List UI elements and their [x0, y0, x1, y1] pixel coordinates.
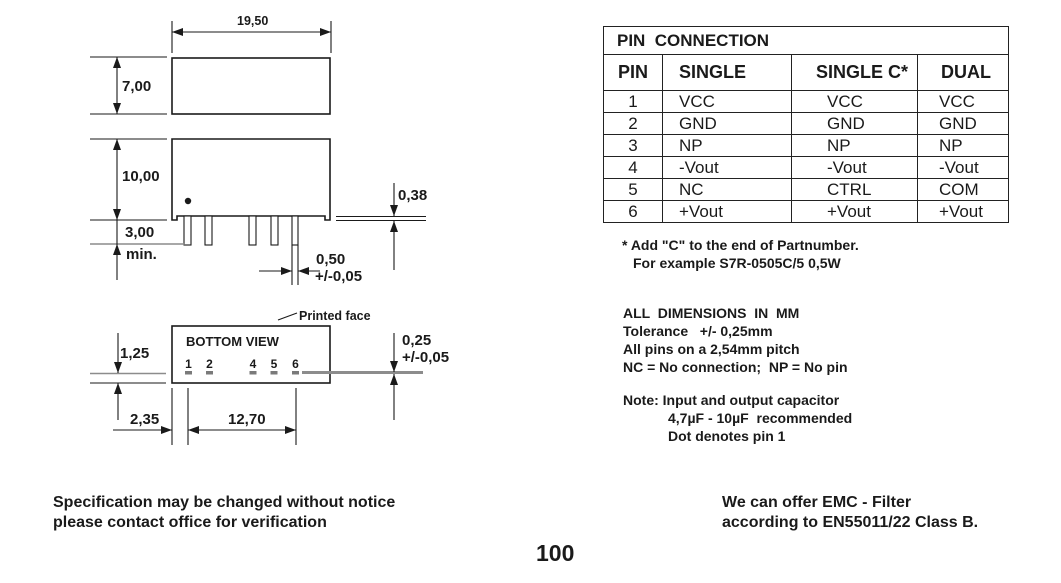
footer-disclaimer-line-2: please contact office for verification — [53, 514, 327, 531]
dimension-label-pin-thickness: 0,25 — [402, 332, 431, 349]
single-c-cell: +Vout — [791, 200, 918, 223]
pin-number-label: 6 — [292, 357, 299, 371]
single-c-cell: -Vout — [791, 156, 918, 179]
table-row: 5 NC CTRL COM — [603, 178, 1009, 201]
printed-face-label: Printed face — [299, 309, 371, 323]
dual-cell: +Vout — [917, 200, 1009, 223]
dimension-label-pin-row-offset: 1,25 — [120, 345, 149, 362]
table-title: PIN CONNECTION — [603, 26, 1009, 55]
pin-5 — [270, 215, 279, 246]
table-row: 1 VCC VCC VCC — [603, 90, 1009, 113]
notes-units-heading: ALL DIMENSIONS IN MM — [623, 305, 800, 321]
pin-4 — [248, 215, 257, 246]
single-cell: GND — [662, 112, 792, 135]
dimension-label-first-pin-offset: 2,35 — [130, 411, 159, 428]
pin-pad — [249, 371, 257, 375]
single-cell: +Vout — [662, 200, 792, 223]
pin-number-cell: 4 — [603, 156, 663, 179]
printed-face-leader-line — [277, 312, 298, 321]
table-row: 4 -Vout -Vout -Vout — [603, 156, 1009, 179]
pin-number-label: 4 — [250, 357, 257, 371]
dimension-label-pin-length-qualifier: min. — [126, 246, 157, 263]
column-header-single-c: SINGLE C* — [791, 54, 918, 91]
pin-pad — [185, 371, 192, 375]
single-c-cell: GND — [791, 112, 918, 135]
single-cell: -Vout — [662, 156, 792, 179]
dual-cell: GND — [917, 112, 1009, 135]
pin-1 — [183, 215, 192, 246]
pin-number-label: 1 — [185, 357, 192, 371]
bottom-view-title: BOTTOM VIEW — [186, 334, 280, 349]
dual-cell: COM — [917, 178, 1009, 201]
pin-pad — [206, 371, 213, 375]
single-cell: NP — [662, 134, 792, 157]
dimension-label-body-height: 10,00 — [122, 168, 160, 185]
dual-cell: VCC — [917, 90, 1009, 113]
dual-cell: -Vout — [917, 156, 1009, 179]
dimension-label-pin-length: 3,00 — [125, 224, 154, 241]
dimension-label-pin-width: 0,50 — [316, 251, 345, 268]
table-title-row: PIN CONNECTION — [603, 26, 1009, 55]
table-row: 6 +Vout +Vout +Vout — [603, 200, 1009, 223]
top-view-drawing: 19,50 7,00 — [90, 14, 332, 115]
pin-number-cell: 3 — [603, 134, 663, 157]
pin-pad — [270, 371, 278, 375]
pin-number-label: 5 — [271, 357, 278, 371]
dimension-label-pin-span: 12,70 — [228, 411, 266, 428]
single-c-cell: VCC — [791, 90, 918, 113]
side-view-drawing: 10,00 3,00 min. 0,38 0,50 +/-0,05 — [90, 138, 427, 285]
dual-cell: NP — [917, 134, 1009, 157]
pin-number-cell: 1 — [603, 90, 663, 113]
module-body-bottom-view — [171, 325, 331, 384]
pin-connection-table: PIN CONNECTION PIN SINGLE SINGLE C* DUAL… — [603, 26, 1009, 223]
module-body-side-view — [171, 138, 331, 221]
pin-2 — [204, 215, 213, 246]
single-c-cell: CTRL — [791, 178, 918, 201]
notes-pin-pitch: All pins on a 2,54mm pitch — [623, 341, 800, 357]
column-header-dual: DUAL — [917, 54, 1009, 91]
pin-pad — [292, 371, 299, 375]
table-header-row: PIN SINGLE SINGLE C* DUAL — [603, 54, 1009, 91]
single-cell: VCC — [662, 90, 792, 113]
footer-emc-line-1: We can offer EMC - Filter — [722, 494, 912, 511]
notes-tolerance: Tolerance +/- 0,25mm — [623, 323, 773, 339]
column-header-single: SINGLE — [662, 54, 792, 91]
pin-number-cell: 6 — [603, 200, 663, 223]
single-cell: NC — [662, 178, 792, 201]
footnote-line-1: * Add "C" to the end of Partnumber. — [622, 237, 859, 253]
note-pin1-dot: Dot denotes pin 1 — [668, 428, 786, 444]
dimension-label-standoff: 0,38 — [398, 187, 427, 204]
pin-number-cell: 5 — [603, 178, 663, 201]
table-row: 3 NP NP NP — [603, 134, 1009, 157]
column-header-pin: PIN — [603, 54, 663, 91]
bottom-view-drawing: Printed face BOTTOM VIEW 1 2 4 5 6 1,25 … — [90, 309, 449, 445]
pin-number-cell: 2 — [603, 112, 663, 135]
pin-number-label: 2 — [206, 357, 213, 371]
footer-emc-line-2: according to EN55011/22 Class B. — [722, 514, 979, 531]
note-capacitor-values: 4,7µF - 10µF recommended — [668, 410, 853, 426]
note-capacitor: Note: Input and output capacitor — [623, 392, 840, 408]
pin-6 — [291, 215, 299, 246]
table-row: 2 GND GND GND — [603, 112, 1009, 135]
dimension-label-height: 7,00 — [122, 78, 151, 95]
single-c-cell: NP — [791, 134, 918, 157]
pin1-dot-marker — [184, 197, 192, 205]
footnote-line-2: For example S7R-0505C/5 0,5W — [633, 255, 841, 271]
module-body-top-view — [171, 57, 331, 115]
dimension-label-length: 19,50 — [237, 14, 268, 28]
dimension-label-pin-thickness-tolerance: +/-0,05 — [402, 349, 449, 366]
dimension-label-pin-width-tolerance: +/-0,05 — [315, 268, 362, 285]
footer-disclaimer-line-1: Specification may be changed without not… — [53, 494, 396, 511]
page-number: 100 — [536, 540, 575, 566]
notes-abbreviations: NC = No connection; NP = No pin — [623, 359, 848, 375]
